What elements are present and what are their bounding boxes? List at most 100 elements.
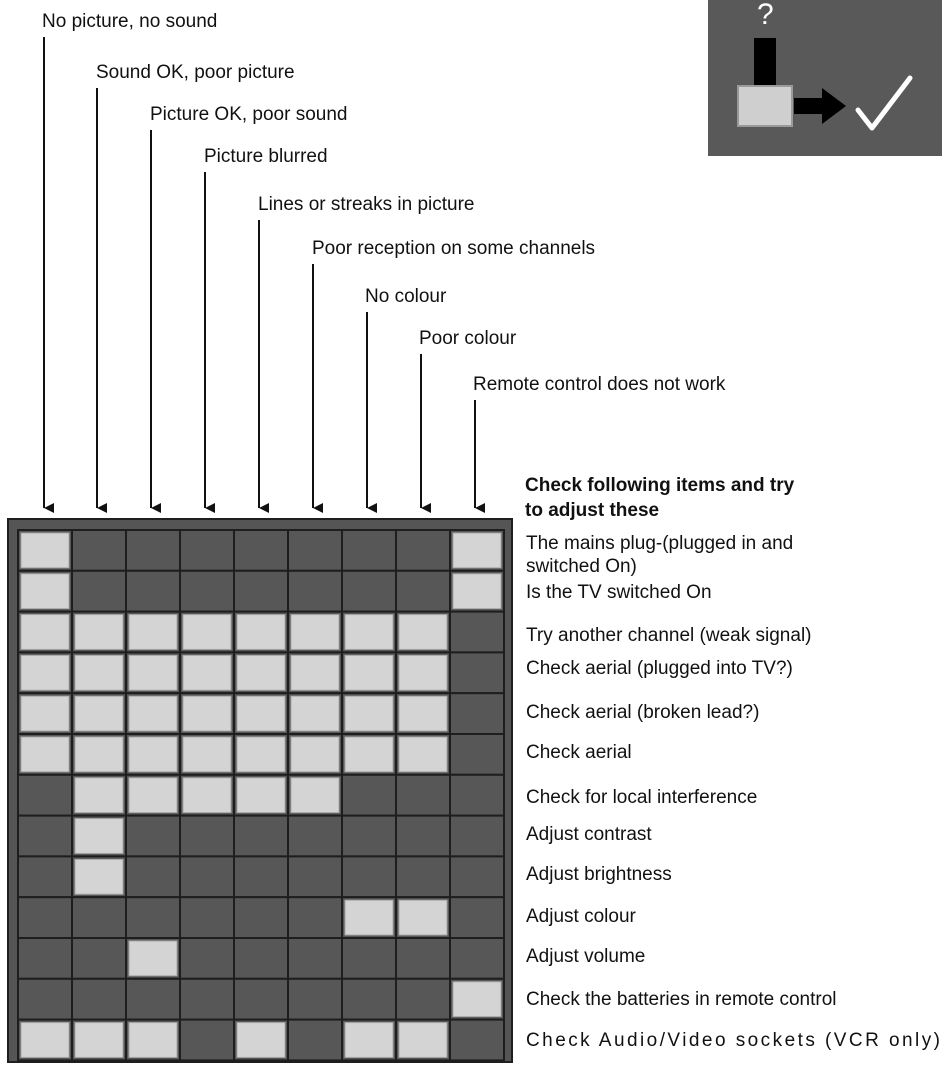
matrix-cell-marked: [128, 940, 178, 977]
check-heading: to adjust these: [525, 500, 659, 521]
matrix-cell-marked: [20, 654, 70, 691]
matrix-cell-marked: [236, 654, 286, 691]
check-heading: Check following items and try: [525, 475, 795, 496]
matrix-cell-marked: [182, 736, 232, 773]
check-item-label: Try another channel (weak signal): [526, 625, 812, 646]
matrix-cell-marked: [344, 695, 394, 732]
check-item-label: Adjust colour: [526, 906, 637, 927]
matrix-cell-marked: [398, 1022, 448, 1058]
matrix-cell: [287, 937, 343, 980]
matrix-cell-marked: [74, 1022, 124, 1058]
symptom-label: Poor reception on some channels: [312, 238, 595, 259]
matrix-cell-marked: [182, 695, 232, 732]
matrix-cell: [233, 569, 289, 613]
check-item-label: Check aerial (broken lead?): [526, 702, 759, 723]
matrix-cell: [125, 977, 181, 1021]
matrix-cell-marked: [20, 614, 70, 650]
matrix-cell: [71, 977, 127, 1021]
matrix-cell: [449, 692, 505, 736]
matrix-cell: [341, 977, 397, 1021]
matrix-cell-marked: [128, 1022, 178, 1058]
matrix-cell-marked: [398, 899, 448, 936]
matrix-cell: [17, 814, 73, 858]
matrix-cell-marked: [128, 777, 178, 814]
matrix-cell-marked: [452, 981, 502, 1018]
matrix-cell-marked: [20, 1022, 70, 1058]
matrix-cell: [179, 855, 235, 899]
matrix-cell: [233, 814, 289, 858]
matrix-cell-marked: [128, 736, 178, 773]
matrix-cell: [449, 733, 505, 776]
check-item-label: Check Audio/Video sockets (VCR only): [526, 1030, 940, 1051]
matrix-cell: [287, 814, 343, 858]
matrix-cell: [449, 651, 505, 695]
symptom-label: Lines or streaks in picture: [258, 194, 475, 215]
check-item-label: Adjust brightness: [526, 864, 672, 885]
matrix-cell: [125, 529, 181, 572]
matrix-cell: [179, 814, 235, 858]
matrix-cell: [287, 855, 343, 899]
matrix-cell-marked: [398, 695, 448, 732]
matrix-cell: [17, 896, 73, 940]
matrix-cell: [71, 937, 127, 980]
checkmark-icon: [855, 75, 913, 131]
symptom-label: No picture, no sound: [42, 11, 217, 32]
matrix-cell-marked: [344, 736, 394, 773]
matrix-cell-marked: [74, 695, 124, 732]
matrix-cell-marked: [236, 614, 286, 650]
matrix-cell: [395, 569, 451, 613]
matrix-cell-marked: [74, 654, 124, 691]
matrix-cell: [287, 569, 343, 613]
matrix-cell-marked: [452, 532, 502, 569]
symptom-label: Picture blurred: [204, 146, 328, 167]
check-item-label: Check the batteries in remote control: [526, 989, 837, 1010]
matrix-cell: [233, 977, 289, 1021]
matrix-cell: [341, 529, 397, 572]
matrix-cell-marked: [398, 614, 448, 650]
matrix-cell: [179, 896, 235, 940]
matrix-cell-marked: [236, 736, 286, 773]
check-item-label: switched On): [526, 556, 637, 577]
matrix-cell-marked: [398, 654, 448, 691]
matrix-cell: [233, 896, 289, 940]
matrix-cell: [341, 937, 397, 980]
matrix-cell: [233, 529, 289, 572]
matrix-cell: [17, 977, 73, 1021]
matrix-cell-marked: [344, 899, 394, 936]
matrix-cell: [449, 855, 505, 899]
matrix-cell: [449, 1018, 505, 1062]
matrix-cell-marked: [74, 858, 124, 895]
matrix-cell: [179, 977, 235, 1021]
matrix-cell-marked: [74, 736, 124, 773]
check-item-label: Check aerial: [526, 742, 632, 763]
matrix-cell-marked: [398, 736, 448, 773]
matrix-cell-marked: [344, 1022, 394, 1058]
matrix-cell-marked: [236, 695, 286, 732]
matrix-cells: [17, 529, 505, 1062]
matrix-cell-marked: [290, 777, 340, 814]
matrix-cell: [17, 773, 73, 817]
matrix-cell-marked: [344, 654, 394, 691]
matrix-cell-marked: [128, 695, 178, 732]
matrix-cell: [71, 896, 127, 940]
check-item-label: The mains plug-(plugged in and: [526, 533, 793, 554]
matrix-cell-marked: [74, 818, 124, 854]
matrix-cell: [449, 896, 505, 940]
matrix-cell: [449, 937, 505, 980]
check-item-label: Check for local interference: [526, 787, 757, 808]
symptom-label: Poor colour: [419, 328, 517, 349]
matrix-cell-marked: [452, 573, 502, 610]
icon-square: [737, 85, 793, 127]
arrow-right-icon: [794, 88, 846, 124]
symptom-label: Remote control does not work: [473, 374, 726, 395]
matrix-cell: [449, 773, 505, 817]
matrix-cell-marked: [290, 695, 340, 732]
symptom-label: Picture OK, poor sound: [150, 104, 348, 125]
matrix-cell-marked: [290, 654, 340, 691]
matrix-cell: [449, 814, 505, 858]
matrix-cell-marked: [74, 614, 124, 650]
matrix-cell: [449, 610, 505, 654]
matrix-cell: [395, 814, 451, 858]
